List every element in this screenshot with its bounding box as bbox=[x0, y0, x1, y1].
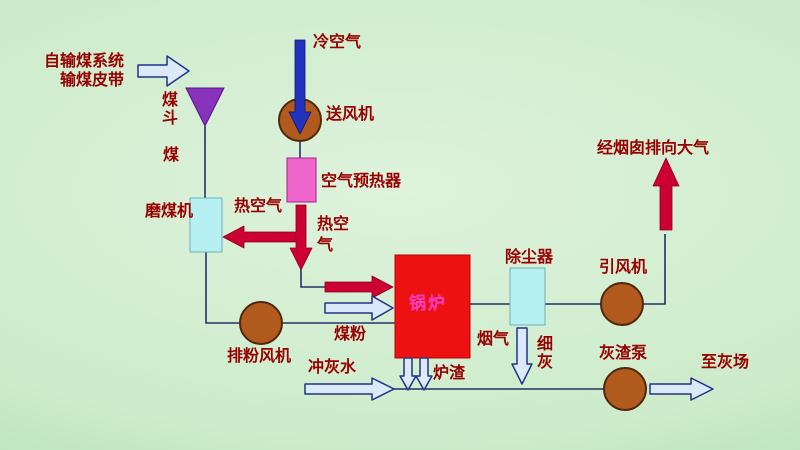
ash-flushing-water-label: 冲灰水 bbox=[308, 357, 357, 376]
hot-air-to-mill-arrow-icon bbox=[222, 225, 297, 249]
powder-exhaust-fan-label: 排粉风机 bbox=[227, 346, 292, 365]
air-preheater-label: 空气预热器 bbox=[321, 171, 402, 190]
coal-label: 煤 bbox=[163, 145, 180, 164]
hot-air-to-mill-label: 热空气 bbox=[234, 196, 283, 215]
slag-down-arrow-1-icon bbox=[399, 357, 417, 391]
coal-powder-into-boiler-arrow-icon bbox=[324, 295, 394, 321]
dust-collector-box bbox=[509, 267, 546, 326]
ash-slag-pump-label: 灰渣泵 bbox=[599, 343, 648, 362]
coal-hopper-shape bbox=[185, 87, 225, 128]
duster-to-stack-line bbox=[545, 234, 666, 305]
dust-collector-label: 除尘器 bbox=[505, 247, 554, 266]
flue-gas-label: 烟气 bbox=[477, 329, 510, 348]
coal-mill-box bbox=[189, 197, 223, 253]
conveyor-arrow-icon bbox=[137, 55, 190, 87]
coal-source-line2: 输煤皮带 bbox=[59, 70, 124, 89]
coal-source-label: 自输煤系统 输煤皮带 bbox=[40, 51, 124, 89]
fine-ash-down-arrow-icon bbox=[511, 327, 533, 385]
boiler-box bbox=[394, 254, 471, 359]
hot-air-down-arrow-icon bbox=[289, 204, 313, 271]
to-ash-yard-arrow-icon bbox=[649, 377, 714, 401]
cold-air-down-arrow-icon bbox=[288, 39, 312, 135]
chimney-exhaust-label: 经烟囱排向大气 bbox=[597, 138, 710, 157]
to-ash-yard-label: 至灰场 bbox=[701, 352, 750, 371]
slag-label: 炉渣 bbox=[433, 363, 466, 382]
cold-air-label: 冷空气 bbox=[313, 32, 362, 51]
hot-air-to-boiler-label: 热空气 bbox=[317, 214, 350, 254]
coal-mill-label: 磨煤机 bbox=[145, 201, 194, 220]
chimney-up-arrow-icon bbox=[652, 157, 680, 231]
coal-hopper-label: 煤斗 bbox=[159, 91, 178, 127]
hot-air-elbow-line bbox=[300, 266, 327, 288]
ash-water-arrow-icon bbox=[304, 377, 395, 401]
coal-source-line1: 自输煤系统 bbox=[43, 51, 124, 70]
hot-air-into-boiler-arrow-icon bbox=[324, 275, 394, 299]
slag-down-arrow-2-icon bbox=[415, 357, 433, 391]
induced-draft-fan-label: 引风机 bbox=[599, 257, 648, 276]
powder-exhaust-fan-circle bbox=[239, 301, 283, 345]
pulverized-coal-label: 煤粉 bbox=[334, 324, 367, 343]
ash-slag-pump-circle bbox=[603, 367, 647, 411]
forced-draft-fan-label: 送风机 bbox=[326, 104, 375, 123]
fine-ash-label: 细灰 bbox=[534, 335, 553, 371]
air-preheater-box bbox=[286, 157, 317, 203]
mill-outlet-line bbox=[205, 252, 240, 324]
boiler-label: 锅炉 bbox=[409, 294, 447, 314]
induced-draft-fan-circle bbox=[600, 282, 644, 326]
